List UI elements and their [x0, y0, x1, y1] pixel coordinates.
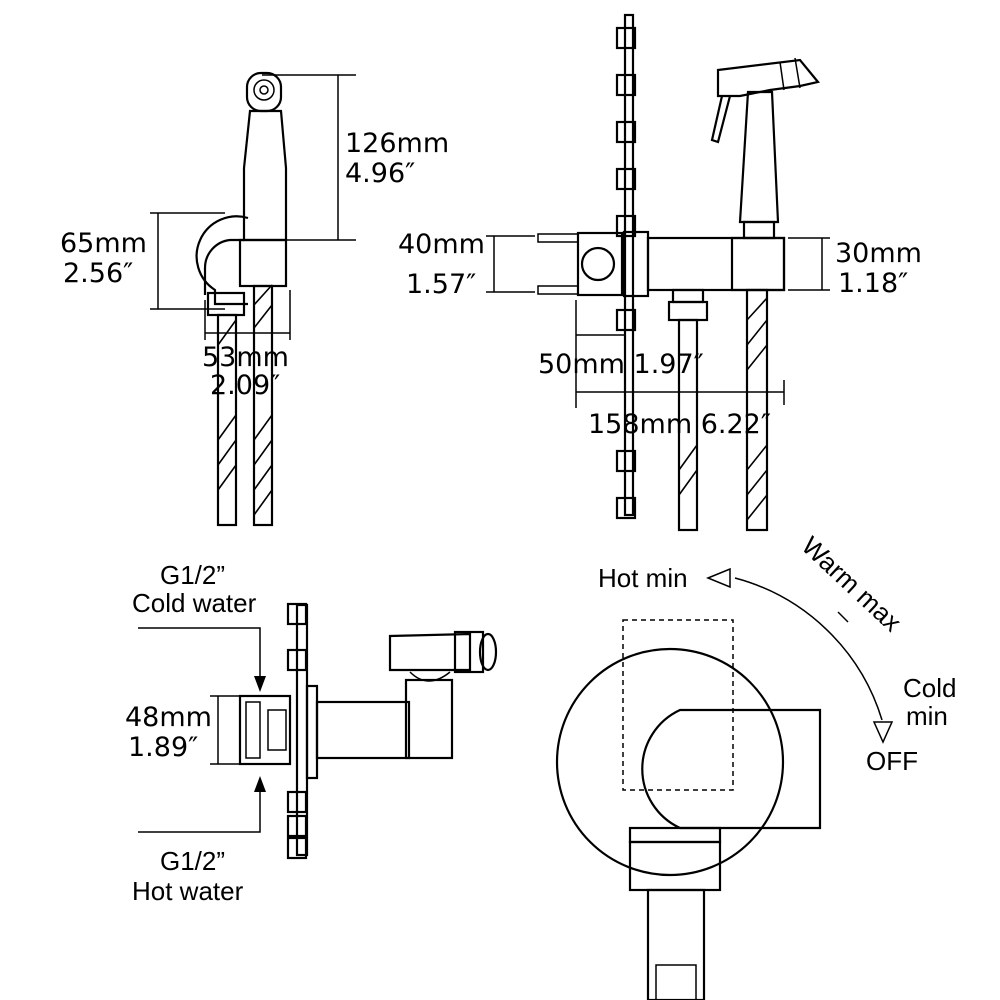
hot-water-label: Hot water: [132, 876, 244, 906]
hot-arrow-icon: [706, 567, 731, 589]
valve-width-label: 50mm 1.97″: [538, 349, 704, 380]
total-width-label: 158mm 6.22″: [588, 409, 771, 440]
min-label: min: [906, 701, 948, 731]
valve-stem: [315, 700, 411, 760]
cold-arrow: [138, 627, 266, 692]
valve-body: [646, 236, 786, 292]
depth-in-label: 2.56″: [63, 258, 133, 289]
escutcheon-icon: [555, 647, 785, 877]
rotation-arc: [734, 577, 883, 721]
body-mm-label: 40mm: [398, 229, 485, 260]
spout-body: [404, 678, 454, 760]
warm-max-label: Warm max: [796, 530, 908, 637]
wall-plate: [623, 13, 635, 517]
warm-max-tick: [837, 611, 849, 623]
inlet-view: G1/2” Cold water 48mm 1.89″ G1/2” Hot wa…: [125, 560, 498, 906]
body-in-label: 1.57″: [406, 269, 476, 300]
hose-left: [216, 313, 238, 527]
cold-size-label: G1/2”: [160, 560, 225, 590]
hose-right: [252, 284, 274, 527]
spacing-in-label: 1.89″: [128, 732, 198, 763]
depth-mm-label: 65mm: [60, 228, 147, 259]
hot-size-label: G1/2”: [160, 846, 225, 876]
holder-in-label: 1.18″: [838, 268, 908, 299]
holder-mm-label: 30mm: [835, 238, 922, 269]
outlet-nozzle-icon: [478, 632, 498, 672]
inlet-pipe: [677, 318, 699, 532]
pipe-in-label: 2.09″: [210, 370, 280, 401]
trigger-lever: [710, 95, 732, 144]
height-mm-label: 126mm: [345, 128, 449, 159]
handle-outline-dashed: [622, 619, 734, 791]
off-label: OFF: [866, 746, 918, 776]
lower-fitting: [628, 840, 722, 892]
cold-water-label: Cold water: [132, 588, 257, 618]
hot-arrow: [138, 776, 266, 833]
wall-bracket: [195, 215, 249, 306]
bracket-block: [238, 238, 288, 288]
spray-head-icon: [245, 71, 283, 113]
hot-min-label: Hot min: [598, 563, 688, 593]
front-view: 40mm 1.57″ 30mm 1.18″ 50mm 1.97″ 158mm 6…: [398, 13, 922, 532]
nozzle-icon: [253, 79, 275, 101]
sprayer-grip: [738, 90, 780, 224]
off-arrow-icon: [872, 721, 894, 744]
spout-head: [388, 632, 472, 672]
valve-knob: [576, 231, 624, 297]
holder-block: [730, 236, 786, 292]
knob-icon: [580, 246, 616, 282]
height-in-label: 4.96″: [345, 158, 415, 189]
lower-pipe: [646, 888, 706, 1000]
spray-handle: [242, 109, 288, 242]
sprayer-head-icon: [716, 58, 820, 98]
pipe-mm-label: 53mm: [202, 342, 289, 373]
side-view: 126mm 4.96″ 65mm 2.56″ 53mm 2.09″: [60, 71, 449, 527]
spacing-mm-label: 48mm: [125, 702, 212, 733]
dimension-lines: [150, 74, 356, 340]
cold-label: Cold: [903, 673, 956, 703]
lever-handle: [641, 708, 822, 830]
front-dimension-lines: [486, 235, 830, 408]
handle-view: Hot min Warm max Cold min OFF: [555, 530, 956, 1000]
hose-pipe: [745, 288, 769, 532]
inlet-fitting: [238, 694, 292, 766]
